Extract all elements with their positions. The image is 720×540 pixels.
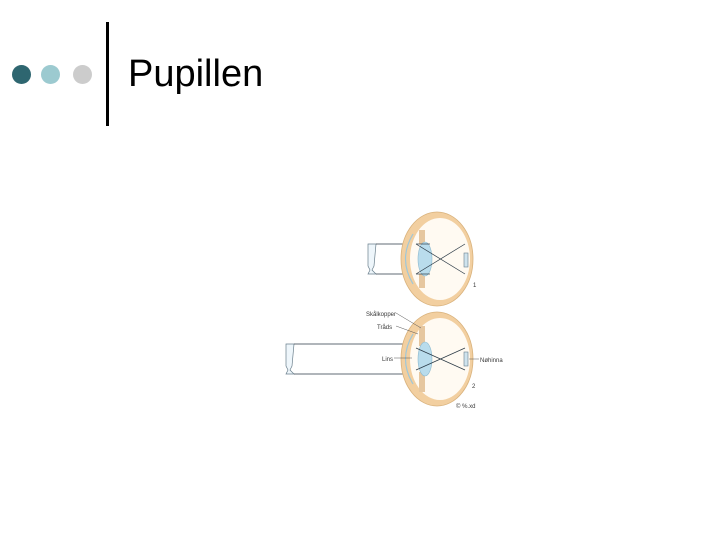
- bullet-dot-grey: [73, 65, 92, 84]
- title-divider: [106, 22, 109, 126]
- slide-title: Pupillen: [128, 50, 263, 98]
- retina-image-2: [464, 352, 468, 366]
- eye-pupil-diagram: 1 Skålkopper Tråds Lins Nøhinna 2: [280, 208, 520, 418]
- label-lens: Lins: [382, 357, 393, 363]
- label-iris: Tråds: [377, 324, 392, 331]
- lens-1: [418, 242, 432, 276]
- eye-panel-1: 1: [368, 212, 477, 306]
- panel-2-label: 2: [472, 384, 476, 390]
- bullet-dot-light: [41, 65, 60, 84]
- retina-image-1: [464, 253, 468, 267]
- panel-1-label: 1: [473, 283, 477, 289]
- lens-2: [418, 342, 432, 376]
- object-glass-2: [286, 344, 294, 374]
- object-glass-1: [368, 244, 376, 274]
- label-pupil: Skålkopper: [366, 311, 396, 318]
- figure-credit: © %.xd: [456, 403, 475, 410]
- eye-panel-2: Skålkopper Tråds Lins Nøhinna 2 © %.xd: [286, 311, 503, 410]
- label-retina: Nøhinna: [480, 358, 503, 364]
- bullet-dot-dark: [12, 65, 31, 84]
